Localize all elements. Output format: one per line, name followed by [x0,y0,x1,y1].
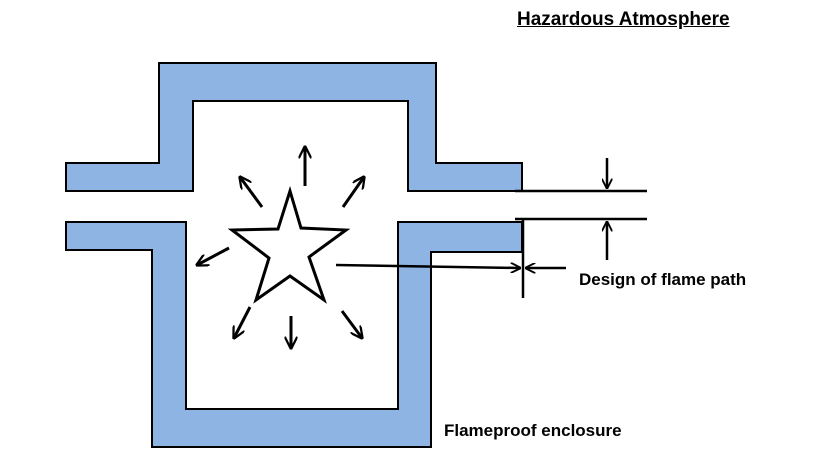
diagram-title: Hazardous Atmosphere [517,9,730,30]
enclosure-label: Flameproof enclosure [444,421,622,440]
flame-path-label: Design of flame path [579,270,747,289]
enclosure-wall-upper [65,62,523,192]
arrow-icon [240,177,264,208]
arrow-icon [197,246,230,265]
flame-path-dimension [335,158,647,298]
arrow-icon [340,310,362,338]
pressure-arrows [197,147,364,348]
arrow-icon [234,306,252,338]
flame-path-length-arrow [335,265,520,268]
arrow-icon [341,177,364,208]
star-icon [227,185,351,304]
